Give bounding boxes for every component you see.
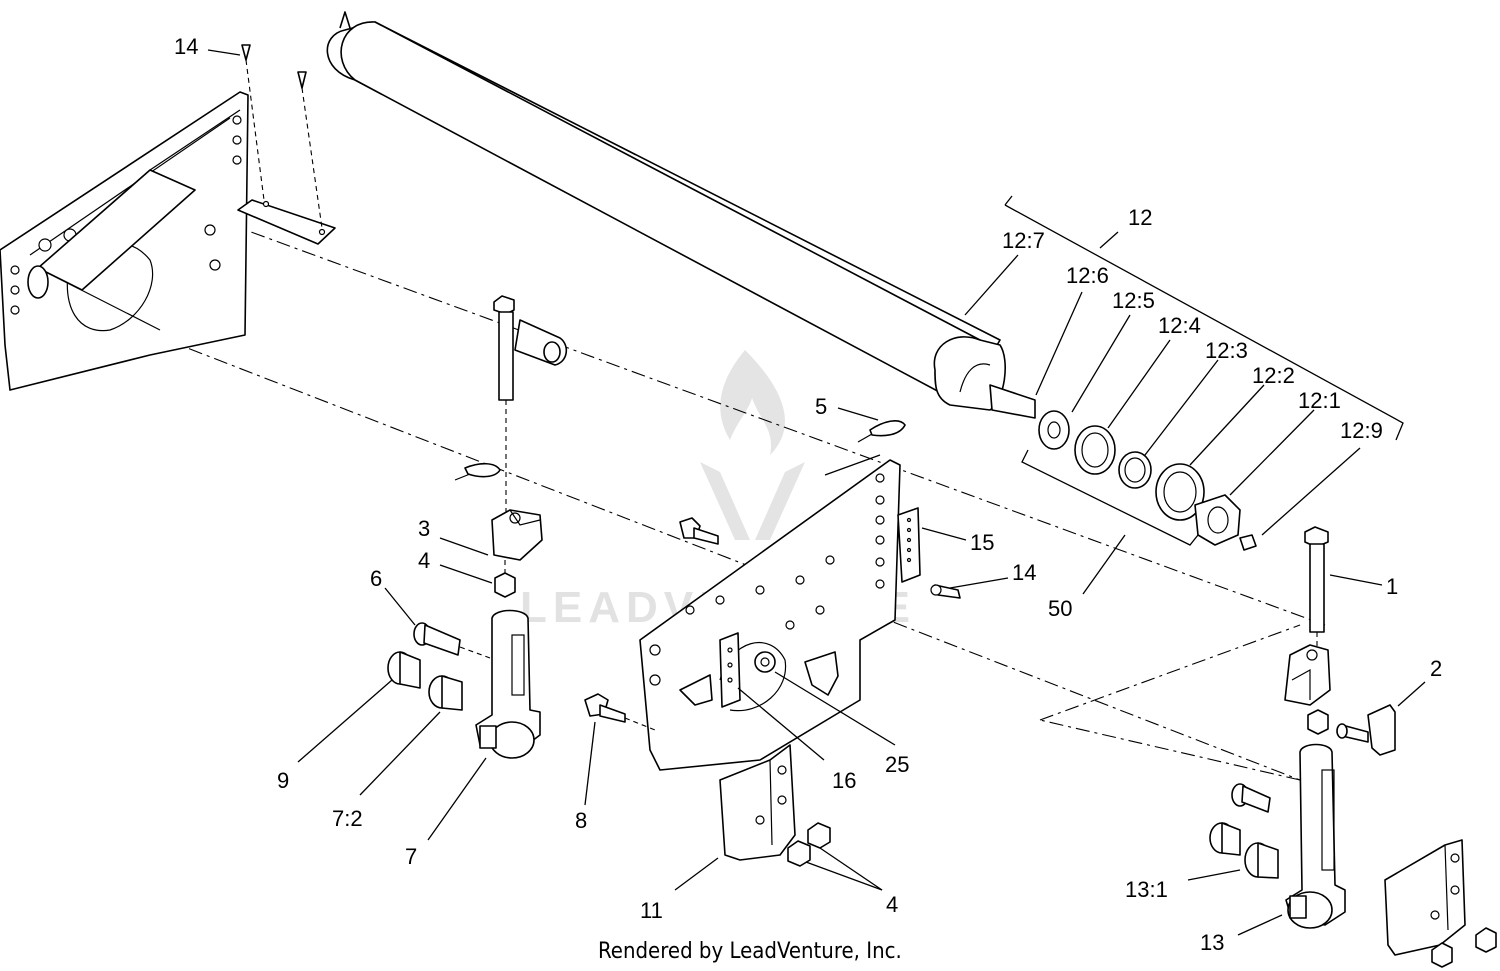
callout-12-6: 12:6 [1066,263,1109,288]
right-side-plate [639,454,901,771]
grease-fitting-12-9 [1239,534,1257,551]
callout-14-top: 14 [174,34,198,59]
callout-2: 2 [1430,656,1442,681]
bracket-11 [719,744,796,861]
spacer-7-2 [428,675,463,711]
nut-4-bottom-a [807,822,831,849]
rear-holder [514,319,568,366]
scale-plate-15 [897,507,921,583]
callout-12-2: 12:2 [1252,363,1295,388]
bolt-6 [413,622,491,659]
scale-plate-16 [719,632,741,708]
callout-7: 7 [405,844,417,869]
pin-2 [1336,704,1396,756]
nut-right [1307,709,1329,735]
callout-25: 25 [885,752,909,777]
bolt-8 [584,693,656,731]
callout-5: 5 [815,394,827,419]
bearing-12-4 [1118,451,1152,489]
clamp-block-right [1284,644,1331,706]
callout-labels: 14 12 12:7 12:6 12:5 12:4 12:3 12:2 12:1… [174,34,1442,955]
callout-13: 13 [1200,930,1224,955]
callout-8: 8 [575,808,587,833]
callout-12: 12 [1128,205,1152,230]
clamp-block-3 [491,509,543,561]
roller-axis-lines [37,194,1326,781]
bearing-12-6 [1038,410,1070,450]
callout-4-bottom: 4 [886,892,898,917]
arm-13 [1285,743,1346,929]
roller-tube [326,11,1036,419]
cotter-pin-5 [857,420,906,443]
callout-16: 16 [832,768,856,793]
bearing-12-3 [1155,463,1205,521]
cotter-pin-left [454,462,501,481]
callout-14-mid: 14 [1012,560,1036,585]
bolt-rear [679,517,719,545]
callout-6: 6 [370,566,382,591]
callout-15: 15 [970,530,994,555]
leader-lines [207,49,1426,936]
callout-12-4: 12:4 [1158,313,1201,338]
callout-7-2: 7:2 [332,806,363,831]
callout-11: 11 [640,898,663,923]
callout-12-3: 12:3 [1205,338,1248,363]
top-plate [237,44,336,245]
rear-shaft [27,169,196,331]
assembly-brackets [1004,195,1404,546]
bearing-12-5 [1074,425,1116,475]
rendered-by-footer: Rendered by LeadVenture, Inc. [598,939,902,964]
bolt-right [1231,783,1271,813]
long-bolt-right [1304,526,1329,648]
callout-50: 50 [1048,596,1072,621]
nut-right-bottom [1431,927,1497,968]
callout-12-9: 12:9 [1340,418,1383,443]
bushing-13-1 [1209,822,1279,879]
callout-9: 9 [277,768,289,793]
long-bolt-left [493,295,515,515]
bracket-right [1384,839,1466,956]
arm-7 [475,609,541,759]
nut-4-left [494,560,516,598]
nut-4-bottom-b [787,840,811,867]
bushing-9 [387,651,421,689]
callout-12-7: 12:7 [1002,228,1045,253]
callout-1: 1 [1386,574,1398,599]
callout-13-1: 13:1 [1125,877,1168,902]
callout-4-left: 4 [418,548,430,573]
callout-12-1: 12:1 [1298,388,1341,413]
bearing-12-2 [1194,494,1241,546]
callout-12-5: 12:5 [1112,288,1155,313]
callout-3: 3 [418,516,430,541]
